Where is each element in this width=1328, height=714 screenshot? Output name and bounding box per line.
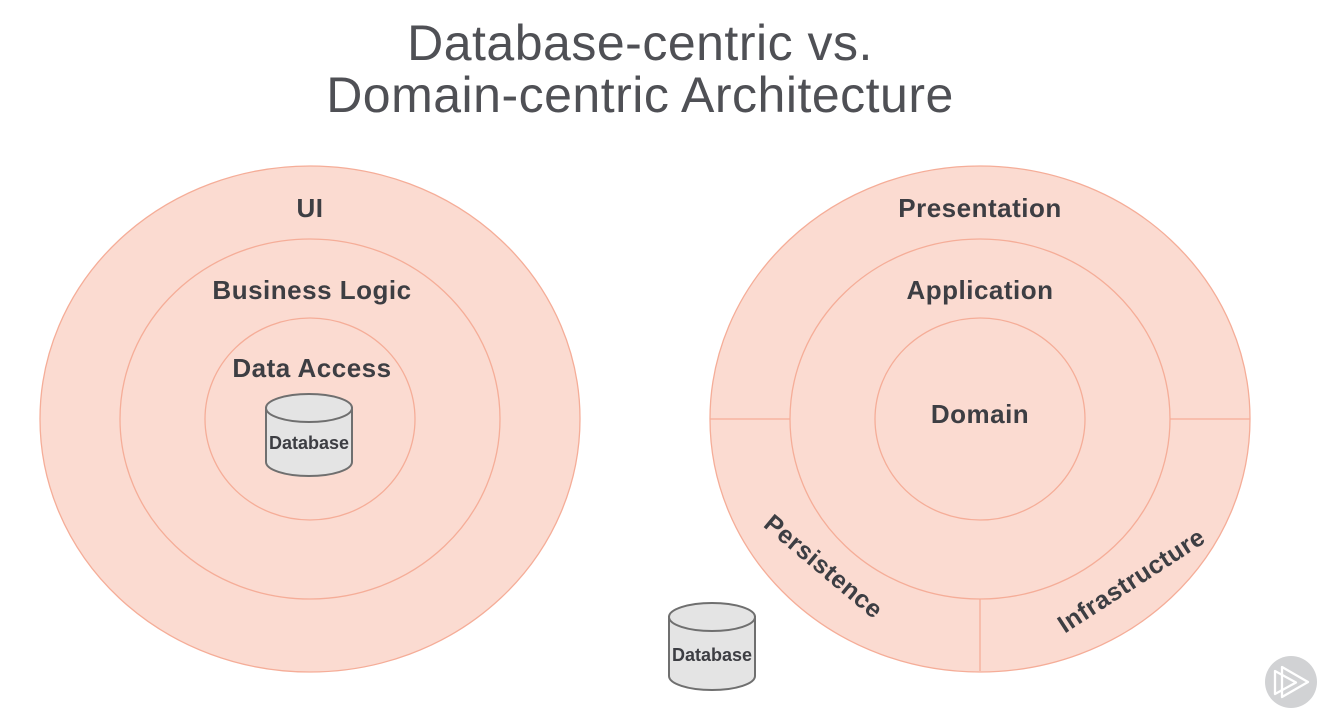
left-outer-ring-label: UI	[297, 193, 324, 223]
play-logo-icon	[1265, 656, 1317, 708]
database-centric-diagram: UI Business Logic Data Access Database	[39, 165, 581, 673]
left-inner-ring-label: Data Access	[232, 353, 391, 383]
cylinder-body	[668, 616, 756, 691]
left-database-label: Database	[269, 433, 349, 453]
domain-centric-diagram: Presentation Application Domain Persiste…	[709, 165, 1251, 673]
external-database-cylinder-icon: Database	[668, 602, 756, 691]
right-inner-ring	[874, 317, 1086, 521]
cylinder-top	[265, 393, 353, 423]
right-middle-ring-label: Application	[906, 275, 1053, 305]
right-outer-ring-label: Presentation	[898, 193, 1062, 223]
slide-title-line2: Domain-centric Architecture	[326, 67, 954, 123]
left-middle-ring-label: Business Logic	[212, 275, 411, 305]
right-inner-ring-label: Domain	[931, 399, 1029, 429]
external-database-label: Database	[672, 645, 752, 665]
cylinder-body	[265, 407, 353, 477]
database-cylinder-icon: Database	[265, 393, 353, 477]
cylinder-top	[668, 602, 756, 632]
logo-circle	[1265, 656, 1317, 708]
logo-triangle-front	[1280, 665, 1310, 699]
slide-title-line1: Database-centric vs.	[407, 15, 873, 71]
logo-triangle-back	[1273, 669, 1298, 696]
